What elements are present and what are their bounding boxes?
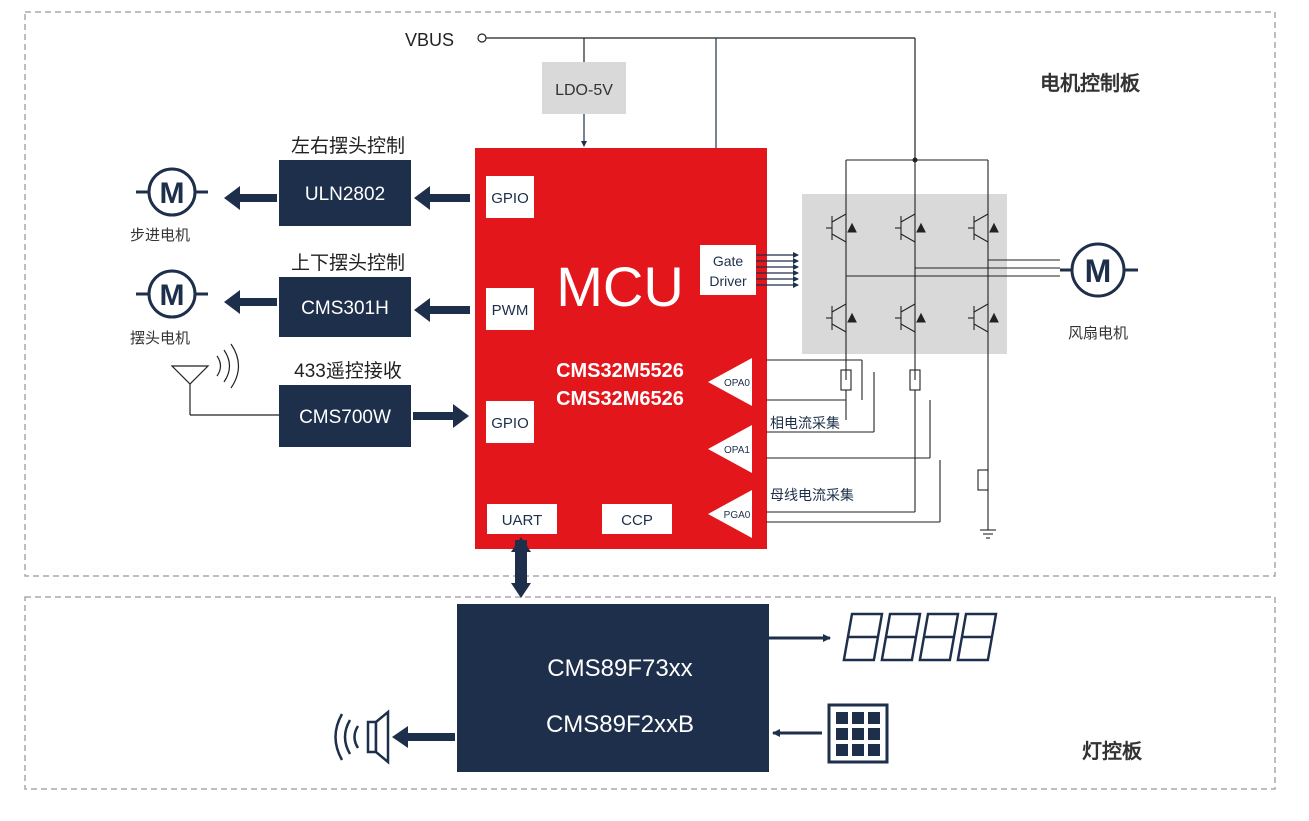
gate-driver-outputs [756,252,799,288]
light-board-label: 灯控板 [1082,739,1143,763]
fan-motor-label: 风扇电机 [1068,325,1128,342]
arrow-uart-bidir-top [511,537,531,552]
arrow-cms301h-to-swing [224,290,277,314]
speaker-icon [334,709,390,765]
swing-ud-caption: 上下摆头控制 [291,252,405,274]
ldo-label: LDO-5V [555,82,613,99]
thick-arrows [224,186,531,748]
current-sense-wiring [766,359,996,539]
motor-board-outline [24,11,1276,577]
light-controller-block [457,604,769,772]
pga0-triangle [708,490,752,538]
arrow-gpio-to-uln [414,186,470,210]
light-chip-2: CMS89F2xxB [546,711,694,738]
seven-segment-display-icon [842,612,998,662]
vbus-terminal [477,33,487,43]
pwm-port [486,288,534,330]
arrow-uart-bidir [511,540,531,598]
swing-motor-label: 摆头电机 [130,330,190,347]
pga0-label: PGA0 [724,510,751,521]
phase-current-label: 相电流采集 [770,415,840,431]
motor-board-label: 电机控制板 [1040,71,1141,95]
gpio-bottom-label: GPIO [491,415,529,432]
ccp-port [602,504,672,534]
remote-caption: 433遥控接收 [294,360,402,382]
opa1-label: OPA1 [724,445,750,456]
gpio-top-port [486,176,534,218]
mcu-part-2: CMS32M6526 [556,388,684,410]
gpio-top-label: GPIO [491,190,529,207]
gate-driver-box [700,245,756,295]
pwm-label: PWM [492,302,529,319]
light-board-outline [24,596,1276,790]
gpio-bottom-port [486,401,534,443]
light-chip-1: CMS89F73xx [547,655,692,682]
inverter-bridge-bg [802,194,1007,354]
keypad-icon [827,703,889,764]
cms301h-block [279,277,411,337]
antenna-icon [170,343,279,416]
cms301h-label: CMS301H [301,298,389,319]
gate-driver-line-1: Gate [713,253,744,269]
ccp-label: CCP [621,512,653,529]
mcu-part-1: CMS32M5526 [556,360,684,382]
vbus-label: VBUS [405,30,454,50]
stepper-motor-m: M [160,177,185,210]
cms700w-label: CMS700W [299,407,391,428]
bus-current-label: 母线电流采集 [770,487,854,503]
uart-label: UART [502,512,543,529]
gate-driver-line-2: Driver [709,273,747,289]
fan-motor-m: M [1085,253,1112,289]
swing-lr-caption: 左右摆头控制 [291,135,405,157]
opa1-triangle [708,425,752,473]
stepper-motor-label: 步进电机 [130,227,190,244]
mcu-title: MCU [556,255,684,318]
uln2802-block [279,160,411,226]
igbt-transistors [826,213,999,333]
uln2802-label: ULN2802 [305,184,385,205]
arrow-uln-to-stepper [224,186,277,210]
opa0-triangle [708,358,752,406]
arrow-cms700w-to-gpio [413,404,469,428]
opa0-label: OPA0 [724,378,750,389]
cms700w-block [279,385,411,447]
arrow-to-speaker [392,726,455,748]
ldo-box [542,62,626,114]
arrow-pwm-to-cms301h [414,298,470,322]
uart-port [487,504,557,534]
swing-motor-m: M [160,279,185,312]
